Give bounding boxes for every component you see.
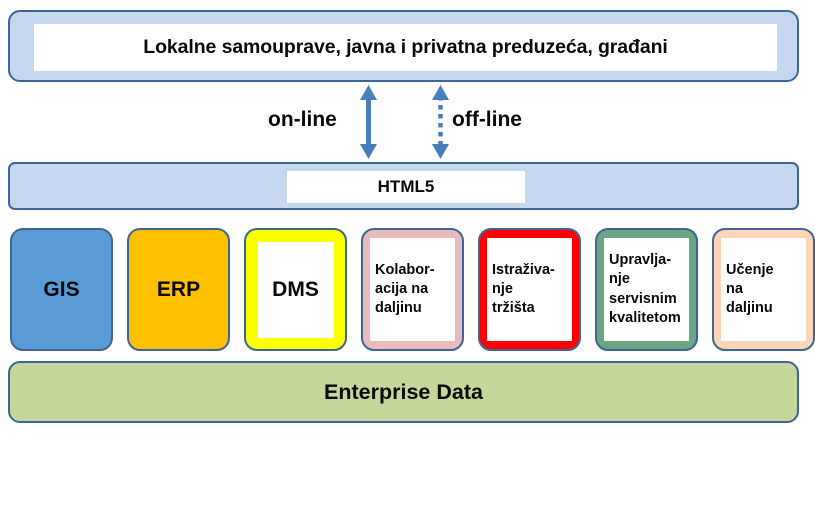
connector-zone: on-line off-line	[0, 84, 815, 162]
module-label: Kolabor- acija na daljinu	[375, 261, 435, 317]
module-box[interactable]: GIS	[10, 228, 113, 351]
module-box[interactable]: Kolabor- acija na daljinu	[361, 228, 464, 351]
stakeholder-band-inner: Lokalne samouprave, javna i privatna pre…	[34, 24, 777, 71]
module-inner-panel: Učenje na daljinu	[721, 238, 806, 341]
module-inner-panel: Upravlja- nje servisnim kvalitetom	[604, 238, 689, 341]
online-label: on-line	[268, 108, 337, 131]
connector-arrows-svg	[360, 85, 449, 159]
module-box[interactable]: Istraživa- nje tržišta	[478, 228, 581, 351]
offline-label: off-line	[452, 108, 522, 131]
module-inner-panel: Kolabor- acija na daljinu	[370, 238, 455, 341]
module-row: GIS ERP DMS Kolabor- acija na daljinu Istraž…	[10, 228, 815, 351]
enterprise-data-band: Enterprise Data	[8, 361, 799, 423]
module-label: GIS	[43, 277, 80, 301]
module-label: Istraživa- nje tržišta	[492, 261, 555, 317]
module-inner-panel: DMS	[257, 241, 334, 338]
module-box[interactable]: DMS	[244, 228, 347, 351]
module-box[interactable]: Upravlja- nje servisnim kvalitetom	[595, 228, 698, 351]
offline-arrow-icon	[432, 85, 449, 159]
platform-band-inner: HTML5	[287, 171, 525, 203]
stakeholder-band-label: Lokalne samouprave, javna i privatna pre…	[143, 36, 668, 58]
module-box[interactable]: ERP	[127, 228, 230, 351]
online-arrow-icon	[360, 85, 377, 159]
module-inner-panel: Istraživa- nje tržišta	[487, 238, 572, 341]
stakeholder-band: Lokalne samouprave, javna i privatna pre…	[8, 10, 799, 82]
module-label: Upravlja- nje servisnim kvalitetom	[609, 252, 681, 326]
module-label: DMS	[272, 277, 319, 301]
platform-band-label: HTML5	[377, 177, 435, 196]
enterprise-data-label: Enterprise Data	[324, 379, 483, 404]
module-label: Učenje na daljinu	[726, 261, 774, 317]
module-label: ERP	[156, 277, 201, 301]
platform-band: HTML5	[8, 162, 799, 210]
module-box[interactable]: Učenje na daljinu	[712, 228, 815, 351]
